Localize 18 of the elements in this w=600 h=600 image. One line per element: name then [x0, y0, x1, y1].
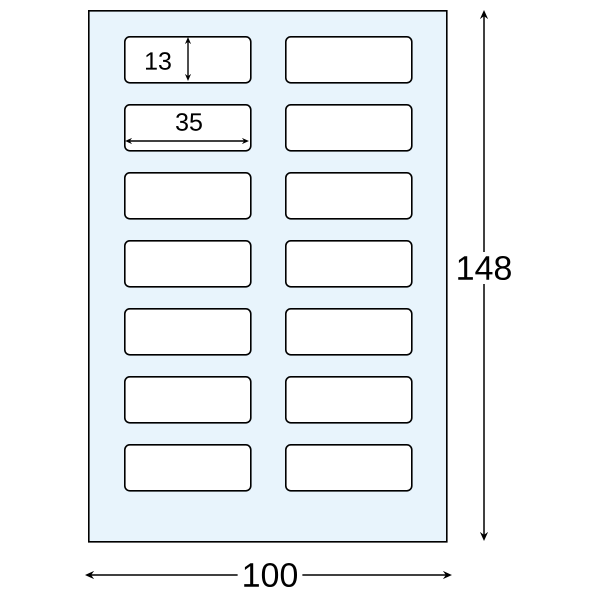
dimension-label: 35	[176, 113, 202, 131]
label-outline	[285, 172, 413, 220]
label-outline	[285, 376, 413, 424]
label-outline	[124, 308, 252, 356]
label-outline	[285, 308, 413, 356]
label-outline	[124, 444, 252, 492]
label-outline	[285, 444, 413, 492]
dimension-label: 100	[238, 558, 302, 592]
label-outline	[124, 172, 252, 220]
label-outline	[124, 240, 252, 288]
label-outline	[285, 36, 413, 84]
label-outline	[124, 36, 252, 84]
label-outline	[124, 376, 252, 424]
label-outline	[285, 240, 413, 288]
dimension-label: 148	[452, 252, 516, 284]
dimension-label: 13	[146, 52, 171, 70]
label-outline	[285, 104, 413, 152]
label-outline	[124, 104, 252, 152]
